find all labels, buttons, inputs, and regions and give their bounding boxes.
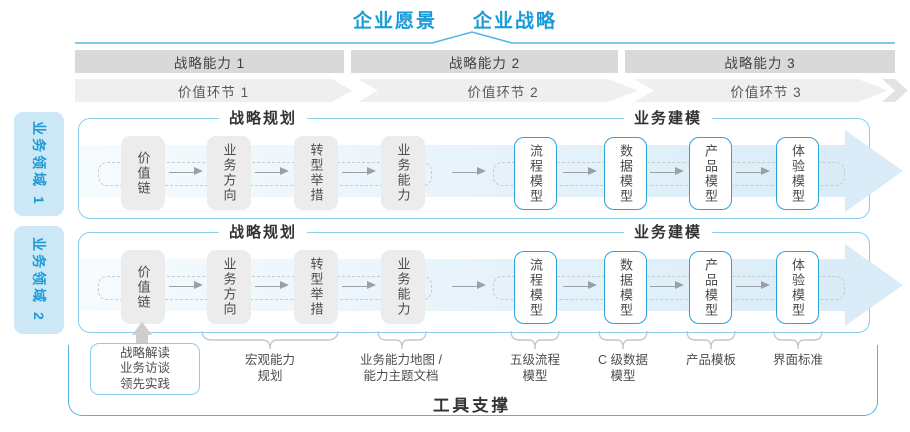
value-label: 价值环节 1 <box>177 84 250 100</box>
flow-arrow-head-icon <box>845 130 903 212</box>
capability-label: 战略能力 1 <box>173 55 246 71</box>
stage-box-experience-model: 体验模型 <box>776 251 819 324</box>
flow-step-arrow-icon <box>736 167 770 176</box>
value-band-segment: 价值环节 1 <box>75 79 352 102</box>
flow-step-arrow-icon <box>255 281 289 290</box>
tools-label: 工具支撑 <box>433 397 511 415</box>
up-arrow-shaft <box>136 334 148 343</box>
planning-section-title: 战略规划 <box>218 110 308 128</box>
domain-label-1: 业务领域 1 <box>14 112 64 216</box>
stage-box-process-model: 流程模型 <box>514 251 557 324</box>
capability-band-segment: 战略能力 1 <box>75 50 344 73</box>
stage-box-business-capability: 业务能力 <box>381 136 425 210</box>
flow-step-arrow-icon <box>169 167 203 176</box>
brace-connector <box>598 330 648 350</box>
planning-section-title: 战略规划 <box>218 224 308 242</box>
brace-connector <box>201 330 339 350</box>
stage-box-data-model: 数据模型 <box>604 137 647 210</box>
value-band-segment: 价值环节 3 <box>634 79 888 102</box>
stage-box-business-capability: 业务能力 <box>381 250 425 324</box>
flow-step-arrow-icon <box>169 281 203 290</box>
modeling-section-title: 业务建模 <box>623 224 713 242</box>
modeling-section-title: 业务建模 <box>623 110 713 128</box>
value-band-end-chevron-icon <box>882 79 908 102</box>
dashed-placeholder-band <box>98 276 432 300</box>
stage-box-data-model: 数据模型 <box>604 251 647 324</box>
stage-box-value-chain: 价值链 <box>121 250 165 324</box>
flow-step-arrow-icon <box>650 167 684 176</box>
capability-label: 战略能力 2 <box>448 55 521 71</box>
flow-step-arrow-icon <box>452 281 486 290</box>
flow-step-arrow-icon <box>563 281 597 290</box>
stage-box-transformation: 转型举措 <box>294 250 338 324</box>
annotation-process-model: 五级流程 模型 <box>509 353 561 383</box>
dashed-placeholder-band <box>493 162 845 186</box>
value-label: 价值环节 2 <box>467 84 539 100</box>
flow-step-arrow-icon <box>342 281 376 290</box>
annotation-product-template: 产品模板 <box>685 353 737 367</box>
stage-box-experience-model: 体验模型 <box>776 137 819 210</box>
flow-step-arrow-icon <box>342 167 376 176</box>
capability-band-segment: 战略能力 2 <box>351 50 618 73</box>
capability-label: 战略能力 3 <box>724 55 796 71</box>
value-label: 价值环节 3 <box>730 84 802 100</box>
annotation-data-model: C 级数据 模型 <box>597 353 649 383</box>
stage-box-business-direction: 业务方向 <box>207 250 251 324</box>
dashed-placeholder-band <box>98 162 432 186</box>
stage-box-transformation: 转型举措 <box>294 136 338 210</box>
stage-box-value-chain: 价值链 <box>121 136 165 210</box>
flow-step-arrow-icon <box>563 167 597 176</box>
brace-connector <box>773 330 823 350</box>
domain-label-2: 业务领域 2 <box>14 226 64 334</box>
annotation-ui-standard: 界面标准 <box>772 353 824 367</box>
brace-connector <box>686 330 736 350</box>
annotation-macro-capability: 宏观能力 规划 <box>244 353 296 383</box>
strategy-title: 企业战略 <box>473 11 558 32</box>
tools-container <box>68 345 878 416</box>
flow-step-arrow-icon <box>255 167 289 176</box>
stage-box-business-direction: 业务方向 <box>207 136 251 210</box>
flow-arrow-head-icon <box>845 244 903 326</box>
brace-connector <box>377 330 427 350</box>
dashed-placeholder-band <box>493 276 845 300</box>
brace-connector <box>510 330 560 350</box>
capability-band-segment: 战略能力 3 <box>625 50 895 73</box>
stage-box-process-model: 流程模型 <box>514 137 557 210</box>
stage-box-product-model: 产品模型 <box>689 137 732 210</box>
annotation-capability-map: 业务能力地图 / 能力主题文档 <box>360 353 442 383</box>
annotation-box-inputs: 战略解读 业务访谈 领先实践 <box>90 343 200 395</box>
flow-step-arrow-icon <box>736 281 770 290</box>
flow-step-arrow-icon <box>452 167 486 176</box>
caret-line <box>75 31 895 44</box>
stage-box-product-model: 产品模型 <box>689 251 732 324</box>
up-arrow-icon <box>132 322 152 335</box>
flow-step-arrow-icon <box>650 281 684 290</box>
value-band-segment: 价值环节 2 <box>358 79 638 102</box>
page-title: 企业愿景 企业战略 <box>0 6 910 33</box>
vision-title: 企业愿景 <box>352 11 437 32</box>
